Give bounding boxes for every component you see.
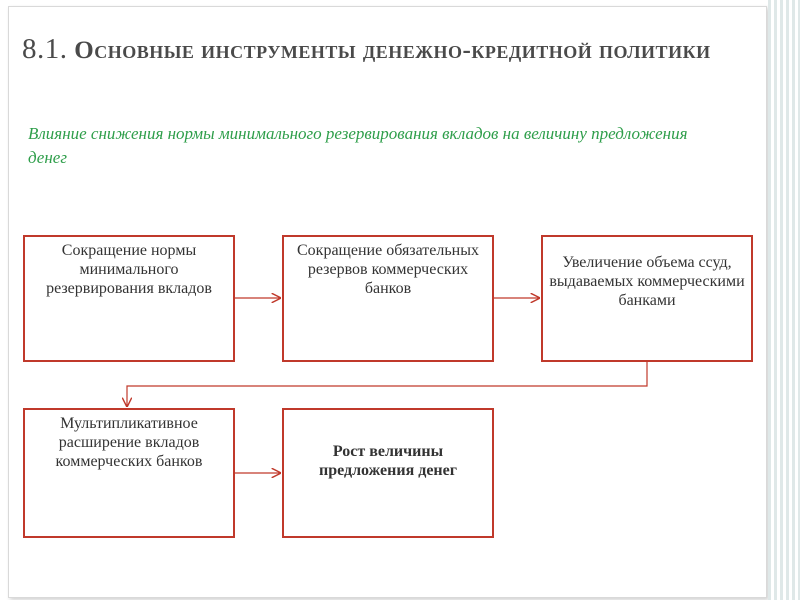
box-loans-increase: Увеличение объема ссуд, выдаваемых комме… [541,235,753,362]
arrow-box3-to-box4 [127,362,648,406]
box-text: Сокращение обязательных резервов коммерч… [297,242,479,297]
slide-title: 8.1. Основные инструменты денежно-кредит… [22,34,762,66]
box-money-supply-growth: Рост величины предложения денег [282,408,494,538]
box-text: Мультипликативное расширение вкладов ком… [55,415,203,470]
box-text: Сокращение нормы минимального резервиров… [46,242,212,297]
box-deposit-multiplication: Мультипликативное расширение вкладов ком… [23,408,235,538]
box-reserve-ratio-cut: Сокращение нормы минимального резервиров… [23,235,235,362]
box-text: Рост величины предложения денег [318,443,458,479]
slide-subtitle: Влияние снижения нормы минимального резе… [28,124,688,167]
box-text: Увеличение объема ссуд, выдаваемых комме… [549,254,745,309]
slide-title-number: 8.1. [22,33,68,65]
box-required-reserves-cut: Сокращение обязательных резервов коммерч… [282,235,494,362]
slide-title-text: Основные инструменты денежно-кредитной п… [74,37,711,64]
decorative-side-strip [768,0,800,600]
